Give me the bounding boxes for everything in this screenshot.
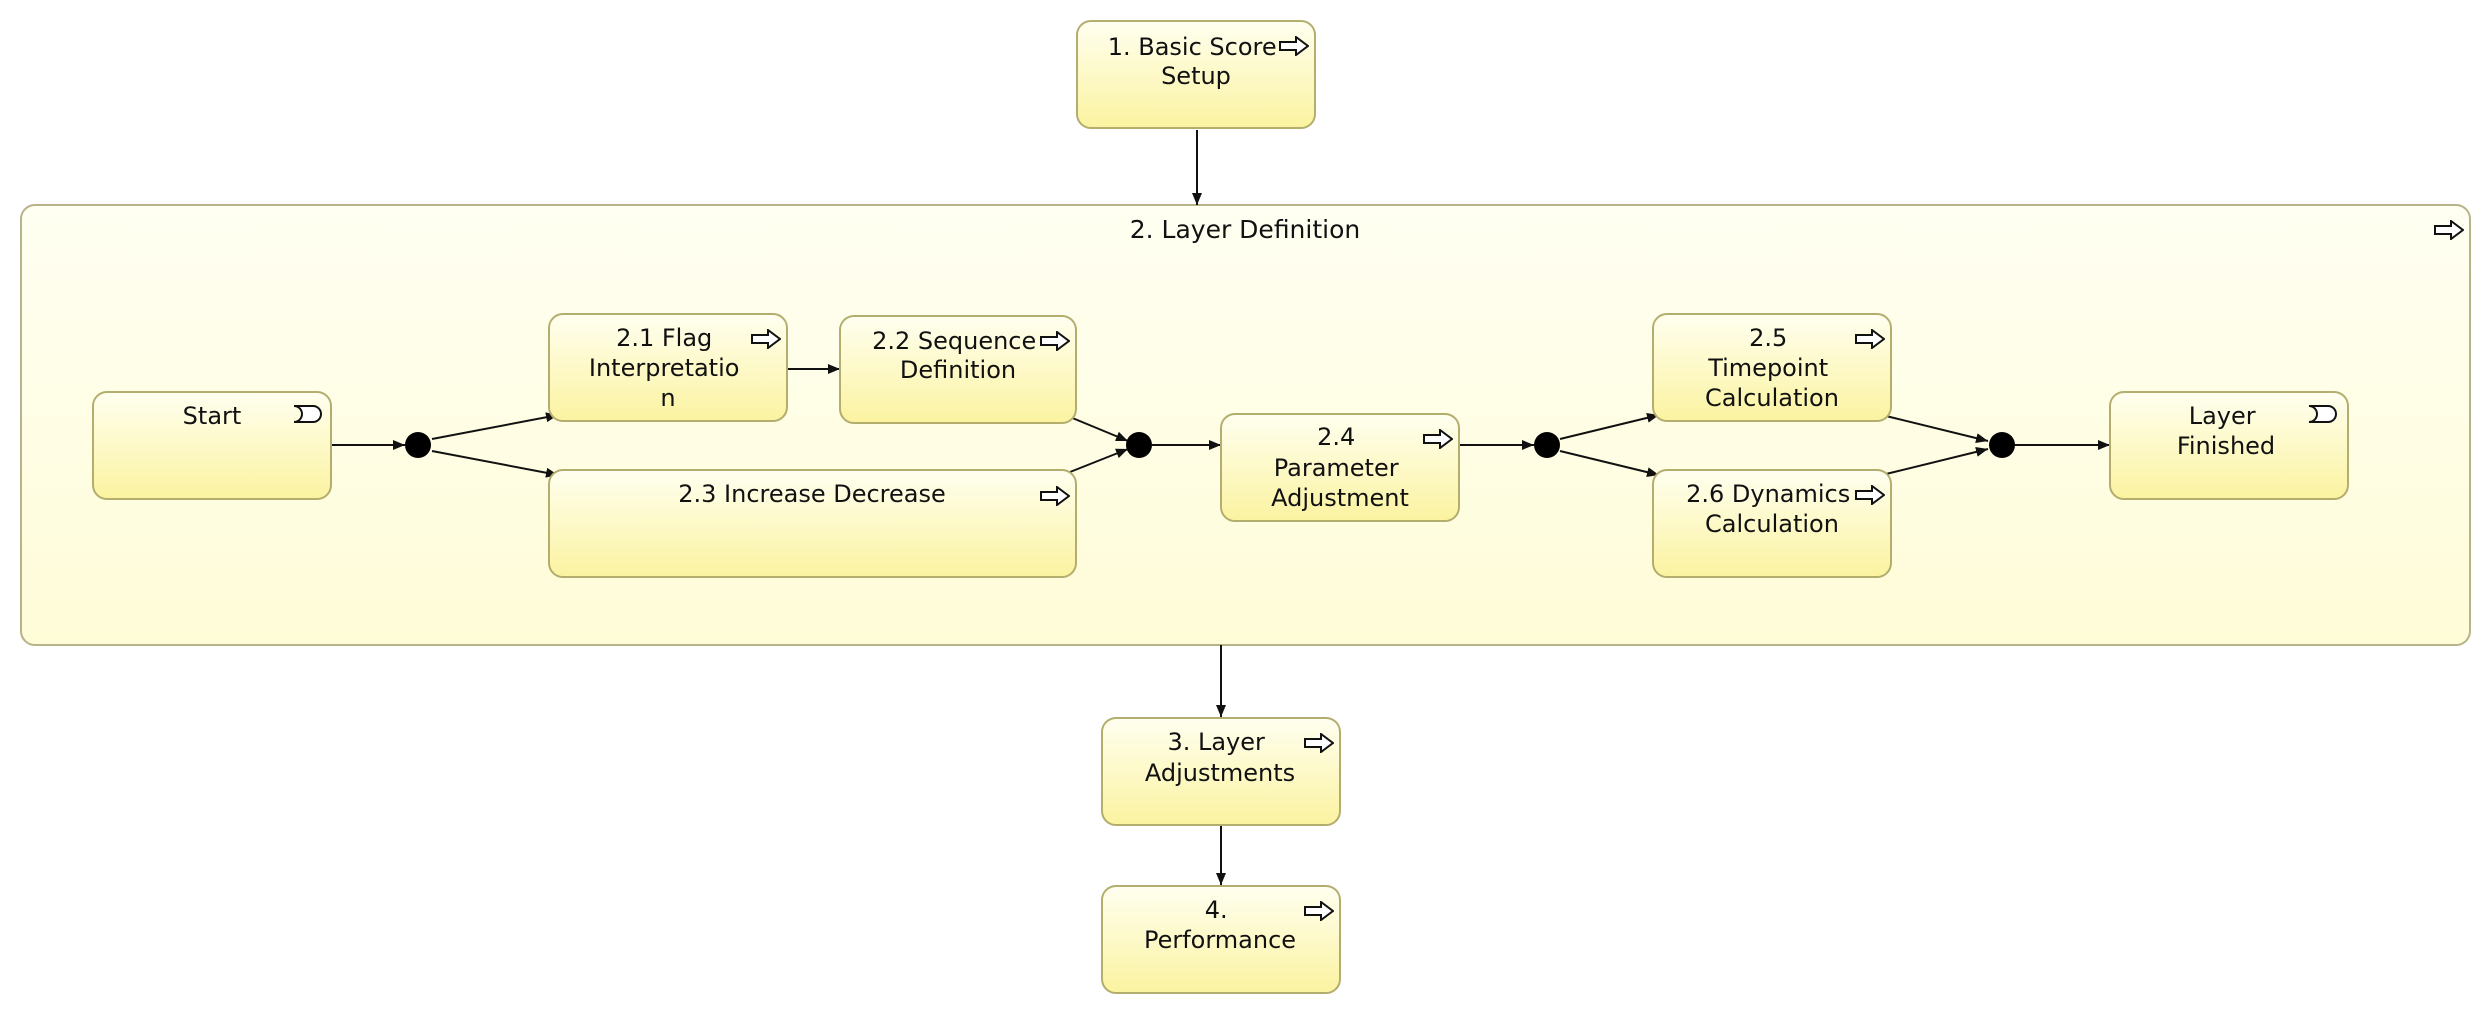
node-label-line: 2.2 Sequence	[872, 327, 1036, 355]
node-label-line: 3. Layer	[1167, 728, 1265, 756]
node-parameter-adjustment[interactable]: 2.4 Parameter Adjustment	[1220, 413, 1460, 522]
node-flag-interpretation[interactable]: 2.1 Flag Interpretatio n	[548, 313, 788, 422]
node-label-line: Finished	[2177, 432, 2275, 460]
svg-text:2.3 Increase Decrease: 2.3 Increase Decrease	[678, 480, 946, 508]
node-label-line: Performance	[1144, 926, 1296, 954]
svg-text:2.1 Flag Interpretatio: 2.1 Flag Interpretatio n	[589, 324, 747, 412]
node-start[interactable]: Start	[92, 391, 332, 500]
svg-text:4. Performance: 4. Performance	[1144, 896, 1296, 954]
node-increase-decrease[interactable]: 2.3 Increase Decrease	[548, 469, 1077, 578]
node-label-line: 2.6 Dynamics	[1686, 480, 1850, 508]
node-label-line: Start	[183, 402, 242, 430]
svg-text:2.5 Timepoint Calc: 2.5 Timepoint Calculation	[1705, 324, 1839, 412]
node-sequence-definition[interactable]: 2.2 Sequence Definition	[839, 315, 1077, 424]
node-label-line: Layer	[2189, 402, 2256, 430]
edge-increase-to-junction2	[1069, 448, 1129, 473]
edge-junction3-to-timepoint	[1559, 412, 1660, 440]
edge-dynamics-to-junction4	[1885, 447, 1989, 475]
node-label-line: Timepoint	[1707, 354, 1828, 382]
node-label-line: Adjustments	[1145, 759, 1295, 787]
junction-split-3[interactable]	[1534, 432, 1560, 458]
node-label-line: Parameter	[1274, 454, 1399, 482]
junction-merge-4[interactable]	[1989, 432, 2015, 458]
node-label-line: n	[660, 384, 675, 412]
edge-sequence-to-junction2	[1069, 416, 1129, 442]
node-label-line: 2.3 Increase Decrease	[678, 480, 946, 508]
junction-merge-2[interactable]	[1126, 432, 1152, 458]
node-label-line: 4.	[1205, 896, 1228, 924]
edge-timepoint-to-junction4	[1885, 415, 1989, 443]
edge-junction1-to-increase	[431, 450, 559, 478]
node-label-line: 1. Basic Score	[1108, 33, 1277, 61]
svg-text:1. Basic Score Setup: 1. Basic Score Setup	[1108, 33, 1285, 90]
node-label-line: 2.4	[1317, 423, 1355, 451]
node-label-line: Calculation	[1705, 510, 1839, 538]
svg-text:3. Layer Adjustments: 3. Layer Adjustments	[1145, 728, 1295, 787]
node-label-line: Interpretatio	[589, 354, 740, 382]
svg-text:2.6 Dynamics Calculation: 2.6 Dynamics Calculation	[1686, 480, 1858, 538]
edge-junction1-to-flag	[431, 412, 559, 440]
junction-split-1[interactable]	[405, 432, 431, 458]
node-label-line: Calculation	[1705, 384, 1839, 412]
svg-text:Start: Start	[183, 402, 242, 430]
svg-text:2.2 Sequence Definition: 2.2 Sequence Definition	[872, 327, 1044, 384]
svg-text:2.4 Parameter Adju: 2.4 Parameter Adjustment	[1271, 423, 1409, 512]
edge-junction3-to-dynamics	[1559, 450, 1660, 478]
node-performance[interactable]: 4. Performance	[1101, 885, 1341, 994]
node-dynamics-calculation[interactable]: 2.6 Dynamics Calculation	[1652, 469, 1892, 578]
layer-definition-title: 2. Layer Definition	[1130, 215, 1361, 244]
node-basic-score-setup[interactable]: 1. Basic Score Setup	[1076, 20, 1316, 129]
node-label-line: 2.1 Flag	[616, 324, 712, 352]
node-label-line: Setup	[1161, 62, 1231, 90]
node-label-line: Adjustment	[1271, 484, 1409, 512]
node-label-line: Definition	[900, 356, 1016, 384]
node-layer-adjustments[interactable]: 3. Layer Adjustments	[1101, 717, 1341, 826]
junctions	[405, 432, 2015, 458]
node-timepoint-calculation[interactable]: 2.5 Timepoint Calculation	[1652, 313, 1892, 422]
node-label-line: 2.5	[1749, 324, 1787, 352]
node-layer-finished[interactable]: Layer Finished	[2109, 391, 2349, 500]
svg-text:Layer Finished: Layer Finished	[2177, 402, 2275, 460]
edges	[331, 130, 2110, 885]
